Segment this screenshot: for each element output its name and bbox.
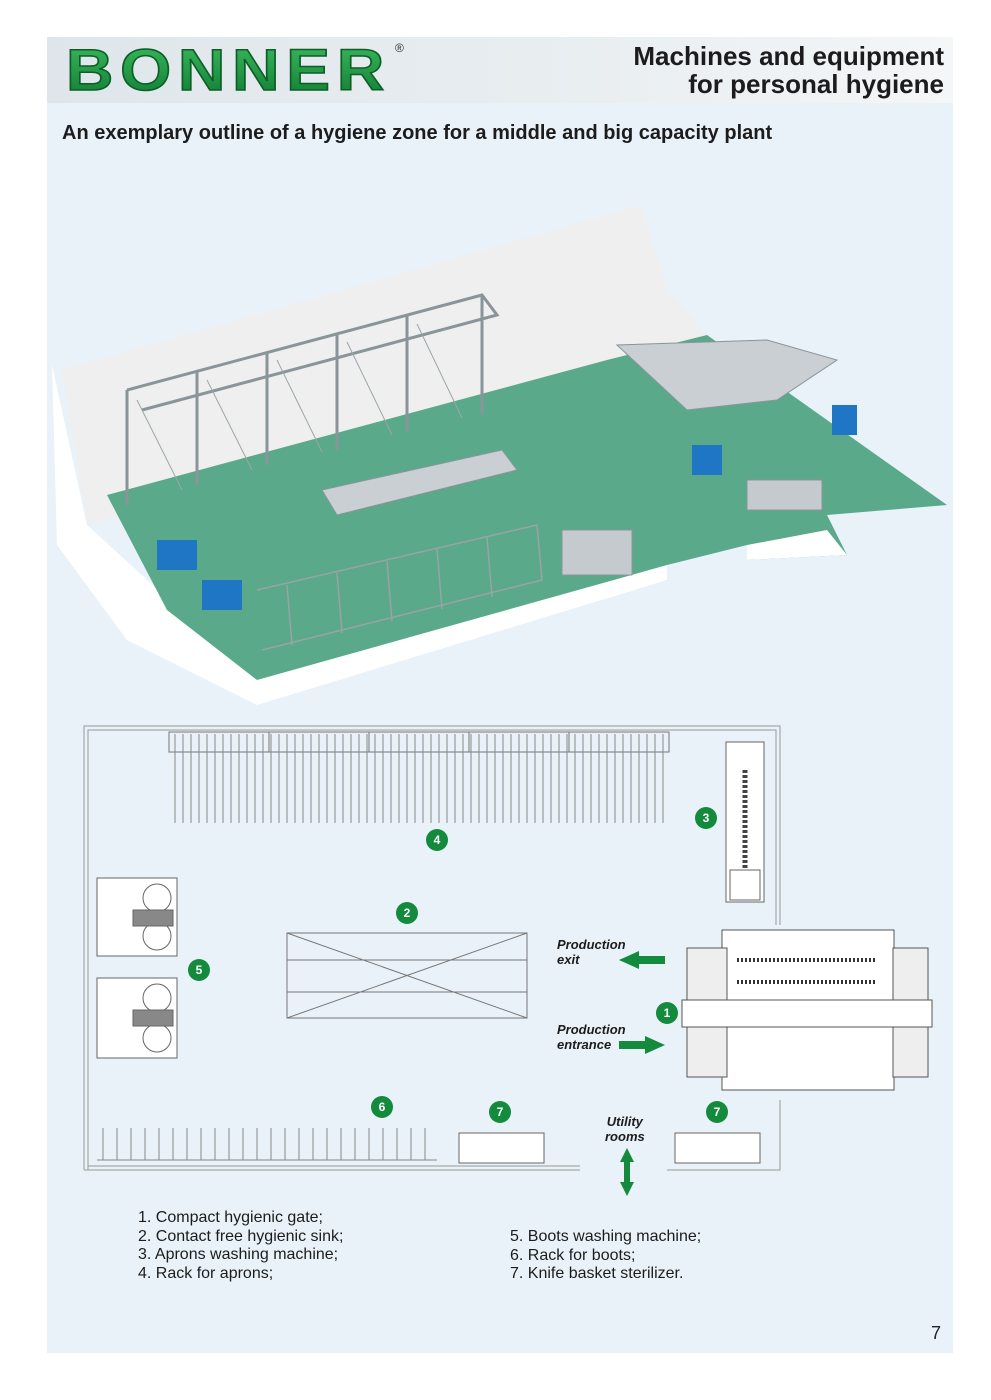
back-wall [62,205,707,525]
page-subtitle: An exemplary outline of a hygiene zone f… [62,122,773,144]
hygienic-gate-3d [615,339,839,411]
legend-left: 1. Compact hygienic gate; 2. Contact fre… [138,1209,343,1283]
page-number: 7 [930,1323,941,1343]
badge-3: 3 [695,807,717,829]
boots-washer-tank-2 [202,580,242,610]
legend-item-7: 7. Knife basket sterilizer. [510,1265,684,1282]
entrance-arrow [619,1036,665,1054]
header-band [47,37,953,103]
badge-1: 1 [656,1002,678,1024]
exit-arrow [619,951,665,969]
plan-hygienic-sink [286,932,528,1019]
badge-5: 5 [188,959,210,981]
legend-item-5: 5. Boots washing machine; [510,1228,702,1245]
header-title-line1: Machines and equipment [633,41,944,71]
plan-boots-rack [97,1128,437,1161]
production-entrance-label: Production entrance [557,1022,626,1052]
floor [107,335,947,680]
legend-right: 5. Boots washing machine; 6. Rack for bo… [510,1228,701,1284]
plan-boots-washer-2 [96,977,178,1059]
apron-hangers [136,323,463,491]
knife-sterilizer-3d [561,529,633,576]
badge-7a: 7 [489,1101,511,1123]
badge-2: 2 [396,902,418,924]
floor-plan [83,725,933,1196]
bonner-logo: BONNER ® [65,38,404,100]
left-wall [52,365,257,705]
legend-item-3: 3. Aprons washing machine; [138,1246,339,1263]
plan-apron-rack [168,731,670,753]
utility-rooms-label: Utility rooms [605,1114,645,1144]
plan-aprons-washer [725,741,765,903]
gate-sterilizer [746,479,823,511]
utility-arrow [620,1148,634,1196]
production-exit-label: Production exit [557,937,626,967]
plan-knife-sterilizer-2 [674,1132,761,1164]
partition-wall [747,530,847,560]
boots-washer-tank-1 [157,540,197,570]
legend-item-4: 4. Rack for aprons; [138,1264,274,1282]
plan-boots-washer-1 [96,877,178,957]
hygiene-zone-3d-render [52,205,947,705]
legend-item-6: 6. Rack for boots; [510,1246,636,1264]
legend-item-1: 1. Compact hygienic gate; [138,1209,323,1226]
svg-text:®: ® [395,41,404,55]
badge-4: 4 [426,829,448,851]
badge-7b: 7 [706,1101,728,1123]
header-title: Machines and equipment for personal hygi… [633,42,944,98]
header-title-line2: for personal hygiene [688,69,944,99]
front-wall [257,565,667,705]
plan-knife-sterilizer-1 [458,1132,545,1164]
hygienic-sink-3d [321,449,518,516]
svg-text:BONNER: BONNER [66,38,391,100]
legend-item-2: 2. Contact free hygienic sink; [138,1227,344,1245]
plan-apron-hangers [174,734,664,823]
gate-tank-2 [832,405,857,435]
gate-tank-1 [692,445,722,475]
boots-rack-3d [256,524,543,651]
apron-rack-3d [125,293,500,505]
badge-6: 6 [371,1096,393,1118]
plan-hygienic-gate [681,929,933,1091]
plan-room-inner [87,729,777,1170]
plan-room-outline [83,725,781,1170]
